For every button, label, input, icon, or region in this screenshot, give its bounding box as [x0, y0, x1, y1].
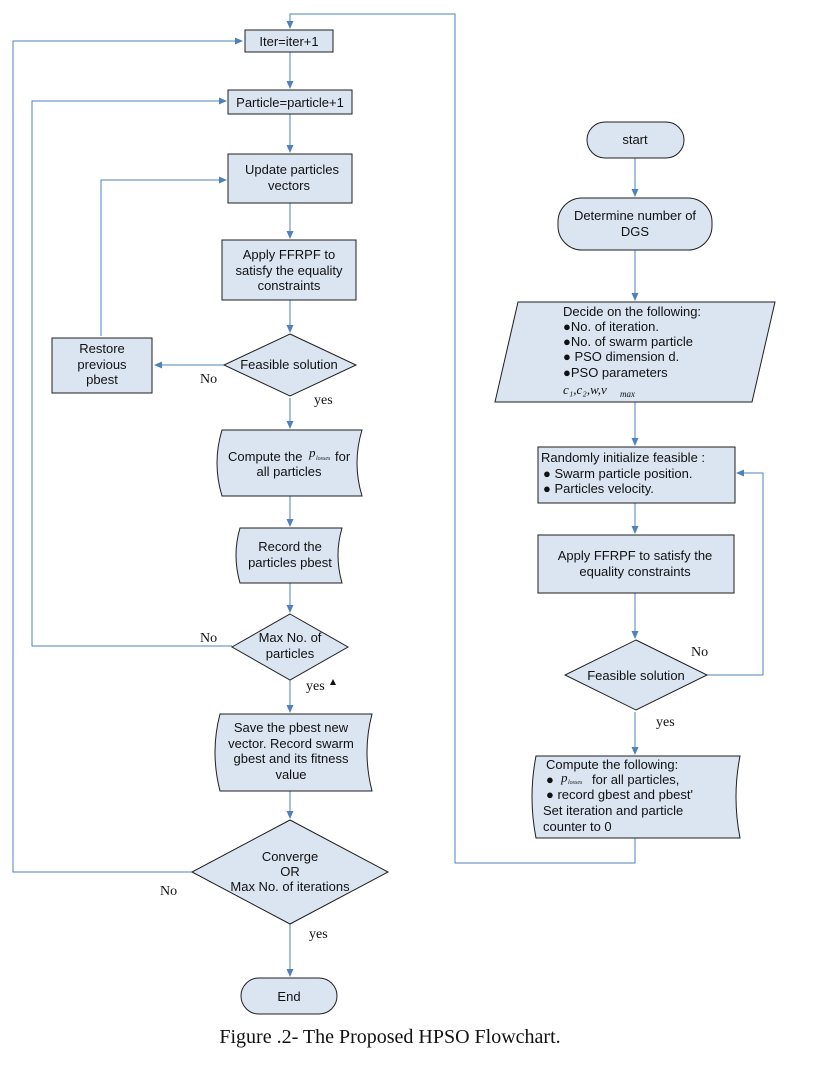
- feasible-right-label: Feasible solution: [587, 668, 685, 683]
- record-line-1: Record the: [258, 539, 322, 554]
- decide-item-2: ●No. of swarm particle: [563, 334, 693, 349]
- label-no-feasible-left: No: [200, 372, 217, 387]
- figure-caption: Figure .2- The Proposed HPSO Flowchart.: [219, 1026, 560, 1048]
- particle-label: Particle=particle+1: [236, 95, 344, 110]
- iter-label: Iter=iter+1: [259, 34, 318, 49]
- compute-right-bullet: ●: [546, 772, 554, 787]
- converge-line-2: OR: [280, 864, 300, 879]
- ffrpf-left-line-3: constraints: [258, 278, 321, 293]
- compute-right-title: Compute the following:: [546, 757, 678, 772]
- compute-right-p: p: [560, 770, 568, 785]
- compute-right-line3: Set iteration and particle: [543, 803, 683, 818]
- compute-right-item1: for all particles,: [592, 772, 679, 787]
- connectors: [12, 13, 764, 977]
- label-no-max-particles: No: [200, 631, 217, 646]
- converge-line-3: Max No. of iterations: [230, 879, 350, 894]
- save-line-2: vector. Record swarm: [228, 736, 354, 751]
- ffrpf-right-line-1: Apply FFRPF to satisfy the: [558, 548, 713, 563]
- node-record-pbest: Record the particles pbest: [235, 527, 343, 584]
- decide-item-1: ●No. of iteration.: [563, 319, 659, 334]
- node-restore-pbest: Restore previous pbest: [51, 337, 153, 394]
- max-particles-line-2: particles: [266, 646, 315, 661]
- restore-line-1: Restore: [79, 341, 125, 356]
- label-no-feasible-right: No: [691, 645, 708, 660]
- compute-p-symbol: p: [308, 445, 316, 460]
- node-update-vectors: Update particles vectors: [227, 153, 353, 204]
- decide-item-3: ● PSO dimension d.: [563, 349, 679, 364]
- small-marker: [330, 679, 336, 685]
- end-label: End: [277, 989, 300, 1004]
- node-converge: Converge OR Max No. of iterations: [190, 819, 390, 925]
- determine-line-2: DGS: [621, 224, 650, 239]
- save-line-4: value: [275, 767, 306, 782]
- node-compute-plosses: Compute the p losses for all particles: [216, 429, 363, 497]
- feasible-left-label: Feasible solution: [240, 357, 338, 372]
- arrow-feasible-no-loop: [707, 469, 764, 676]
- compute-line-2: all particles: [256, 464, 322, 479]
- compute-right-item2: ● record gbest and pbest': [546, 787, 693, 802]
- node-feasible-right: Feasible solution: [563, 639, 709, 711]
- decide-params-sub: max: [620, 389, 635, 399]
- node-determine-dgs: Determine number of DGS: [557, 197, 713, 251]
- label-yes-converge: yes: [309, 927, 328, 942]
- ffrpf-left-line-1: Apply FFRPF to: [243, 247, 335, 262]
- label-yes-feasible-right: yes: [656, 715, 675, 730]
- node-random-init: Randomly initialize feasible : ● Swarm p…: [537, 446, 736, 504]
- arrow-compute-to-iter: [286, 13, 636, 864]
- init-title: Randomly initialize feasible :: [541, 450, 705, 465]
- arrow-maxparticles-no-loop: [31, 97, 232, 647]
- node-apply-ffrpf-left: Apply FFRPF to satisfy the equality cons…: [221, 239, 357, 301]
- update-line-1: Update particles: [245, 162, 339, 177]
- compute-right-line4: counter to 0: [543, 819, 612, 834]
- node-max-particles: Max No. of particles: [230, 613, 350, 681]
- init-item-1: ● Swarm particle position.: [543, 466, 692, 481]
- record-line-2: particles pbest: [248, 555, 332, 570]
- compute-p-subscript: losses: [316, 456, 331, 462]
- arrow-restore-to-update: [100, 176, 227, 336]
- restore-line-3: pbest: [86, 372, 118, 387]
- node-compute-following: Compute the following: ● p losses for al…: [531, 755, 741, 839]
- ffrpf-right-line-2: equality constraints: [579, 564, 691, 579]
- node-save-pbest: Save the pbest new vector. Record swarm …: [214, 713, 373, 792]
- decide-item-4: ●PSO parameters: [563, 365, 668, 380]
- label-no-converge: No: [160, 884, 177, 899]
- node-start: start: [586, 121, 685, 159]
- node-apply-ffrpf-right: Apply FFRPF to satisfy the equality cons…: [537, 534, 735, 594]
- init-item-2: ● Particles velocity.: [543, 481, 654, 496]
- node-end: End: [240, 977, 338, 1015]
- arrow-converge-no-loop: [12, 37, 243, 873]
- max-particles-line-1: Max No. of: [259, 630, 322, 645]
- determine-line-1: Determine number of: [574, 208, 696, 223]
- compute-line-1a: Compute the: [228, 449, 302, 464]
- node-iter: Iter=iter+1: [244, 29, 334, 53]
- label-yes-feasible-left: yes: [314, 393, 333, 408]
- update-line-2: vectors: [268, 178, 310, 193]
- save-line-1: Save the pbest new: [234, 720, 349, 735]
- node-decide-parameters: Decide on the following: ●No. of iterati…: [494, 301, 776, 403]
- node-feasible-left: Feasible solution: [222, 333, 358, 397]
- decide-params: c₁,c₂,w,v: [563, 382, 607, 397]
- compute-line-1b: for: [335, 449, 351, 464]
- restore-line-2: previous: [77, 357, 127, 372]
- save-line-3: gbest and its fitness: [234, 751, 349, 766]
- start-label: start: [622, 132, 648, 147]
- label-yes-max-particles: yes: [306, 679, 325, 694]
- decide-title: Decide on the following:: [563, 304, 701, 319]
- converge-line-1: Converge: [262, 849, 318, 864]
- node-particle: Particle=particle+1: [227, 89, 353, 115]
- compute-right-p-sub: losses: [568, 780, 583, 786]
- ffrpf-left-line-2: satisfy the equality: [236, 263, 343, 278]
